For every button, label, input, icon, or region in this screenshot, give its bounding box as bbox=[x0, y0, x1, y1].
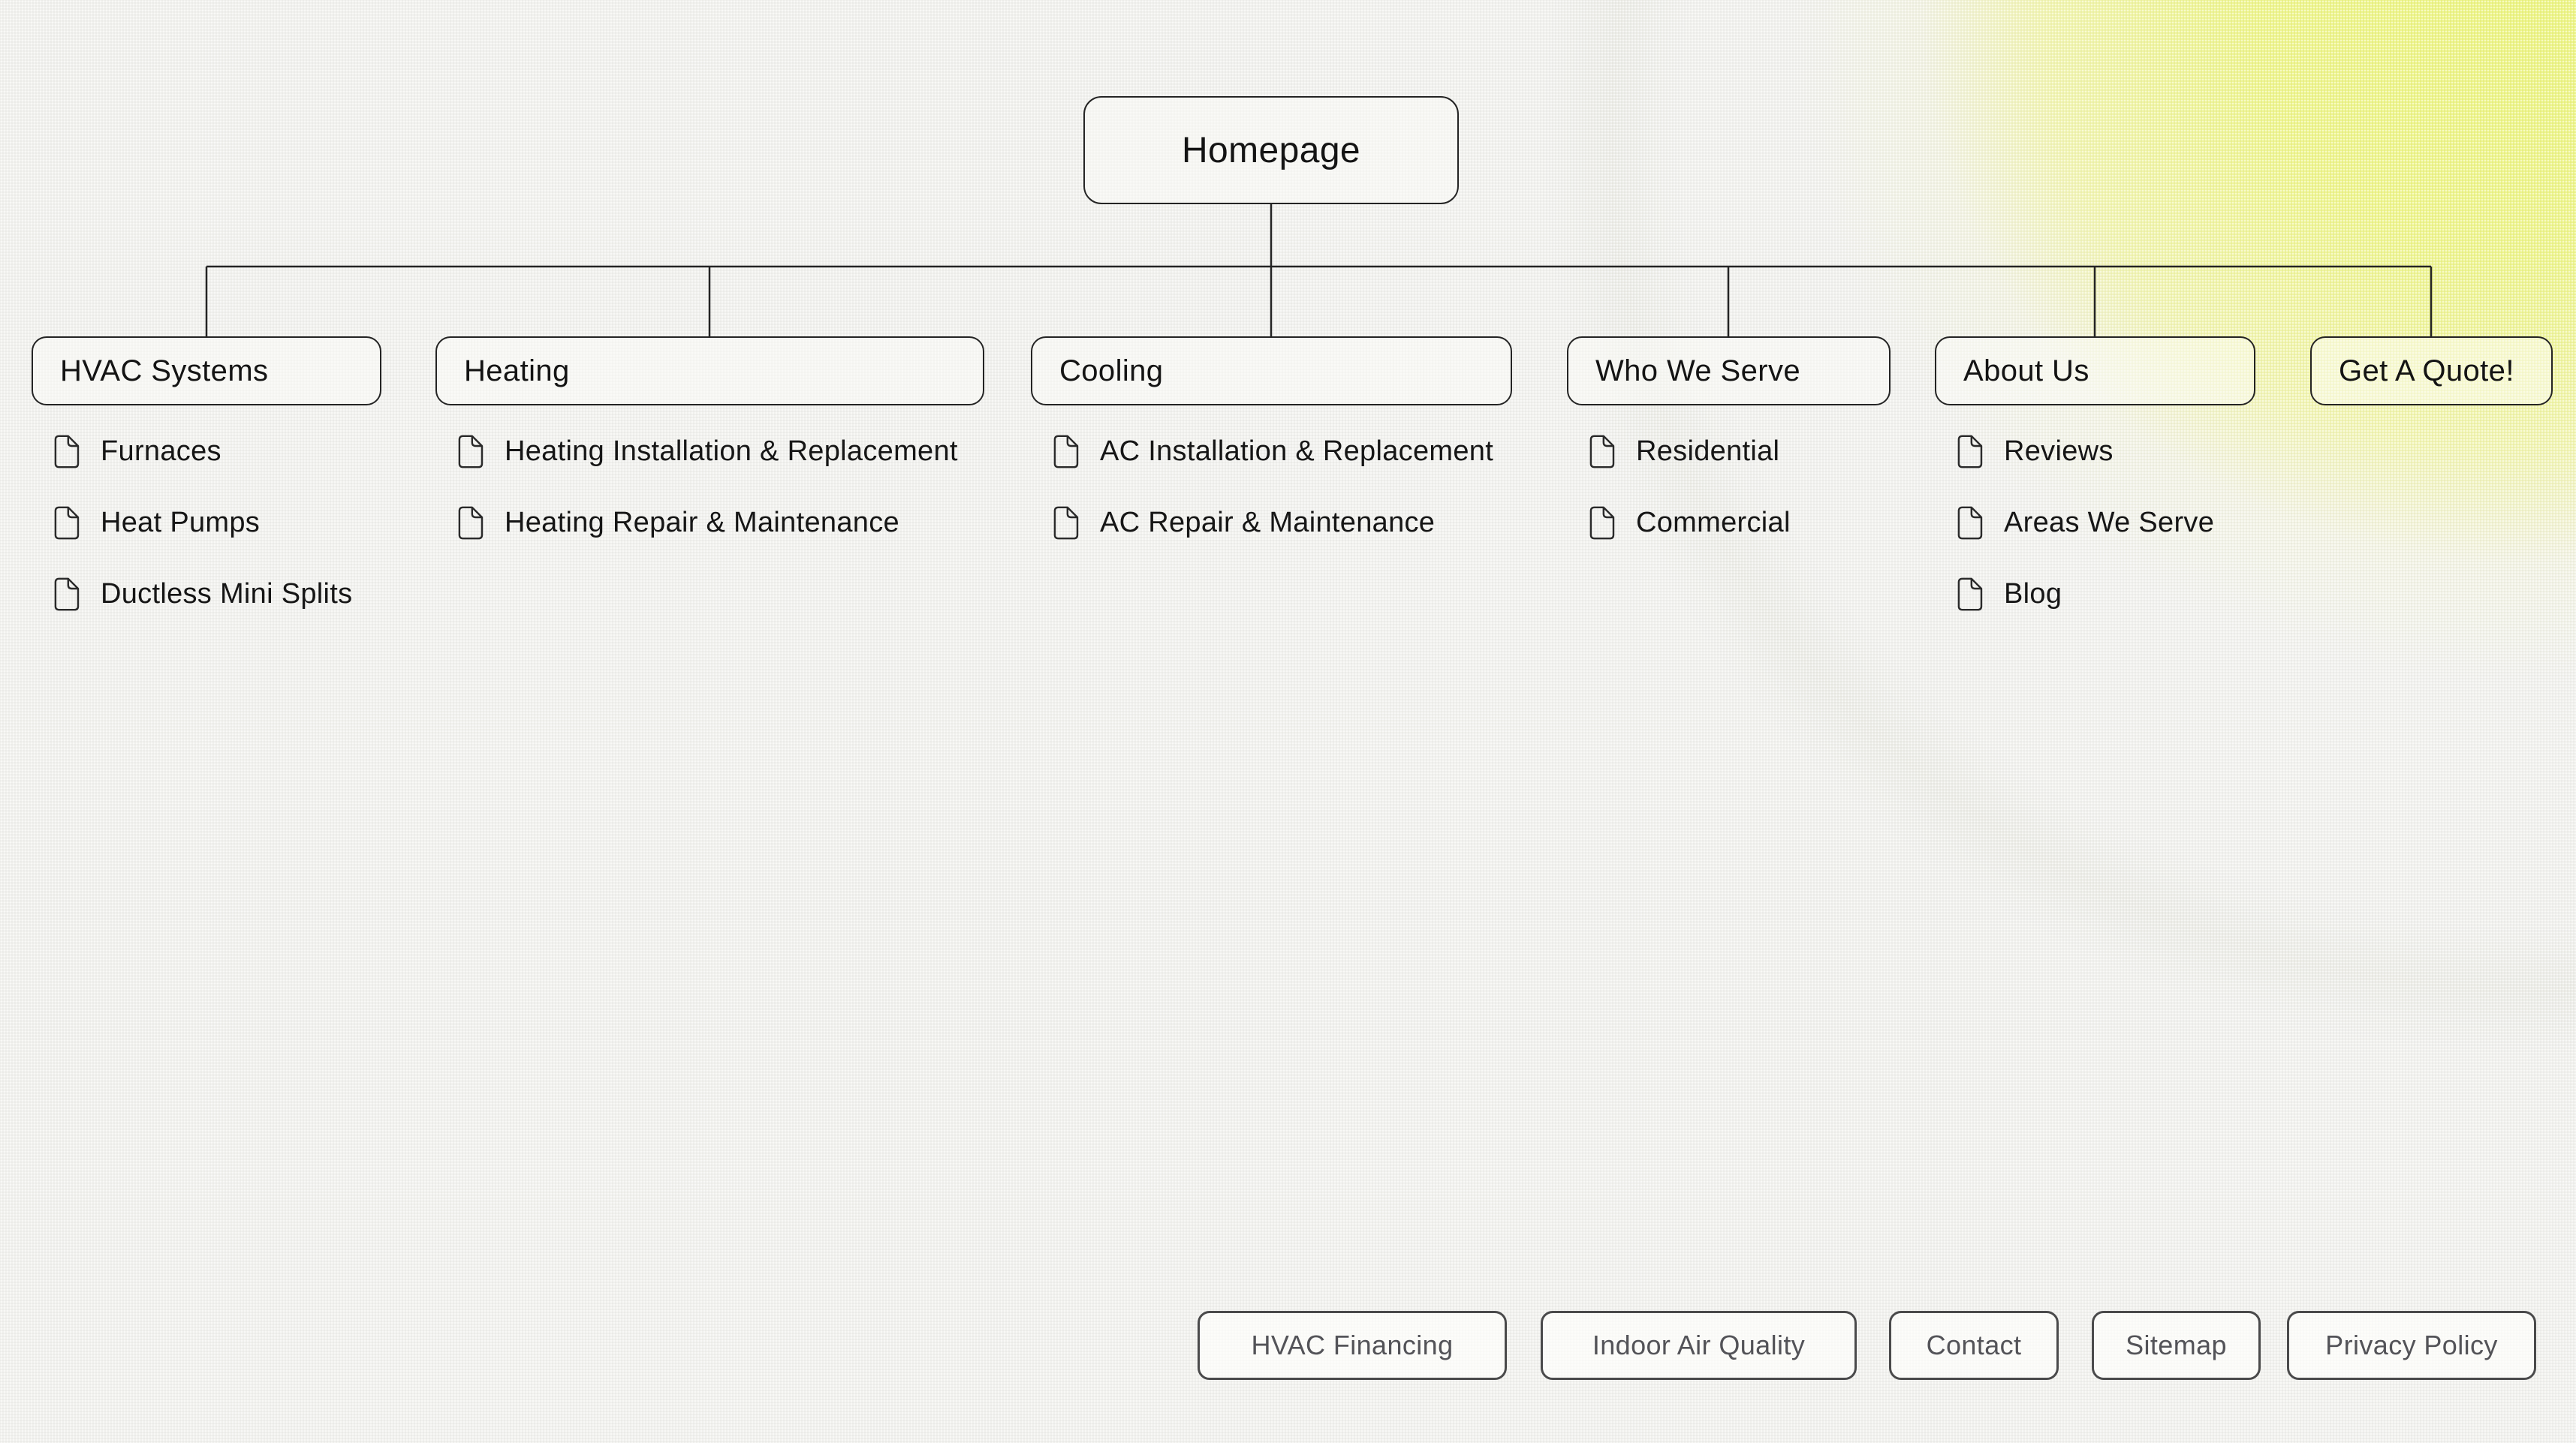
node-label: Get A Quote! bbox=[2339, 354, 2514, 387]
document-icon bbox=[458, 435, 484, 468]
node-label: Homepage bbox=[1181, 130, 1361, 170]
document-icon bbox=[1589, 435, 1615, 468]
page-item-heat-pumps[interactable]: Heat Pumps bbox=[52, 487, 352, 559]
page-item-label: Reviews bbox=[2004, 435, 2114, 467]
node-label: About Us bbox=[1963, 354, 2089, 387]
page-item-label: Residential bbox=[1636, 435, 1780, 467]
page-item-heating-repair[interactable]: Heating Repair & Maintenance bbox=[456, 487, 958, 559]
page-item-label: Areas We Serve bbox=[2004, 507, 2215, 538]
page-item-areas-we-serve[interactable]: Areas We Serve bbox=[1955, 487, 2214, 559]
footer-button-hvac-financing[interactable]: HVAC Financing bbox=[1198, 1311, 1507, 1380]
footer-button-label: Sitemap bbox=[2126, 1330, 2227, 1360]
page-item-label: Commercial bbox=[1636, 507, 1791, 538]
node-label: Cooling bbox=[1059, 354, 1164, 387]
footer-button-indoor-air-quality[interactable]: Indoor Air Quality bbox=[1541, 1311, 1857, 1380]
about-us-pages: Reviews Areas We Serve Blog bbox=[1955, 416, 2214, 630]
footer-button-label: Privacy Policy bbox=[2325, 1330, 2498, 1360]
document-icon bbox=[458, 506, 484, 540]
page-item-commercial[interactable]: Commercial bbox=[1587, 487, 1791, 559]
node-about-us[interactable]: About Us bbox=[1935, 336, 2255, 405]
node-label: HVAC Systems bbox=[60, 354, 269, 387]
node-heating[interactable]: Heating bbox=[435, 336, 984, 405]
document-icon bbox=[54, 435, 80, 468]
node-get-a-quote[interactable]: Get A Quote! bbox=[2310, 336, 2553, 405]
footer-button-label: Indoor Air Quality bbox=[1592, 1330, 1806, 1360]
footer-button-privacy-policy[interactable]: Privacy Policy bbox=[2287, 1311, 2536, 1380]
page-item-label: AC Repair & Maintenance bbox=[1100, 507, 1436, 538]
page-item-blog[interactable]: Blog bbox=[1955, 559, 2214, 630]
document-icon bbox=[1053, 435, 1079, 468]
document-icon bbox=[1589, 506, 1615, 540]
node-label: Heating bbox=[464, 354, 570, 387]
node-label: Who We Serve bbox=[1595, 354, 1801, 387]
page-item-heating-installation[interactable]: Heating Installation & Replacement bbox=[456, 416, 958, 487]
hvac-systems-pages: Furnaces Heat Pumps Ductless Mini Splits bbox=[52, 416, 352, 630]
page-item-label: Heating Repair & Maintenance bbox=[505, 507, 899, 538]
document-icon bbox=[1957, 435, 1983, 468]
footer-button-label: Contact bbox=[1926, 1330, 2022, 1360]
heating-pages: Heating Installation & Replacement Heati… bbox=[456, 416, 958, 559]
document-icon bbox=[54, 506, 80, 540]
document-icon bbox=[1053, 506, 1079, 540]
footer-button-label: HVAC Financing bbox=[1251, 1330, 1454, 1360]
footer-button-contact[interactable]: Contact bbox=[1889, 1311, 2059, 1380]
document-icon bbox=[54, 577, 80, 611]
page-item-ac-repair[interactable]: AC Repair & Maintenance bbox=[1051, 487, 1493, 559]
page-item-label: Heating Installation & Replacement bbox=[505, 435, 958, 467]
page-item-ductless-mini-splits[interactable]: Ductless Mini Splits bbox=[52, 559, 352, 630]
node-hvac-systems[interactable]: HVAC Systems bbox=[32, 336, 381, 405]
who-we-serve-pages: Residential Commercial bbox=[1587, 416, 1791, 559]
page-item-reviews[interactable]: Reviews bbox=[1955, 416, 2214, 487]
node-cooling[interactable]: Cooling bbox=[1031, 336, 1512, 405]
node-who-we-serve[interactable]: Who We Serve bbox=[1567, 336, 1891, 405]
page-item-furnaces[interactable]: Furnaces bbox=[52, 416, 352, 487]
page-item-label: Blog bbox=[2004, 578, 2062, 610]
document-icon bbox=[1957, 506, 1983, 540]
page-item-label: Furnaces bbox=[101, 435, 221, 467]
page-item-ac-installation[interactable]: AC Installation & Replacement bbox=[1051, 416, 1493, 487]
page-item-label: Heat Pumps bbox=[101, 507, 261, 538]
footer-button-sitemap[interactable]: Sitemap bbox=[2092, 1311, 2261, 1380]
page-item-residential[interactable]: Residential bbox=[1587, 416, 1791, 487]
document-icon bbox=[1957, 577, 1983, 611]
node-homepage[interactable]: Homepage bbox=[1083, 96, 1459, 204]
cooling-pages: AC Installation & Replacement AC Repair … bbox=[1051, 416, 1493, 559]
page-item-label: AC Installation & Replacement bbox=[1100, 435, 1494, 467]
page-item-label: Ductless Mini Splits bbox=[101, 578, 353, 610]
